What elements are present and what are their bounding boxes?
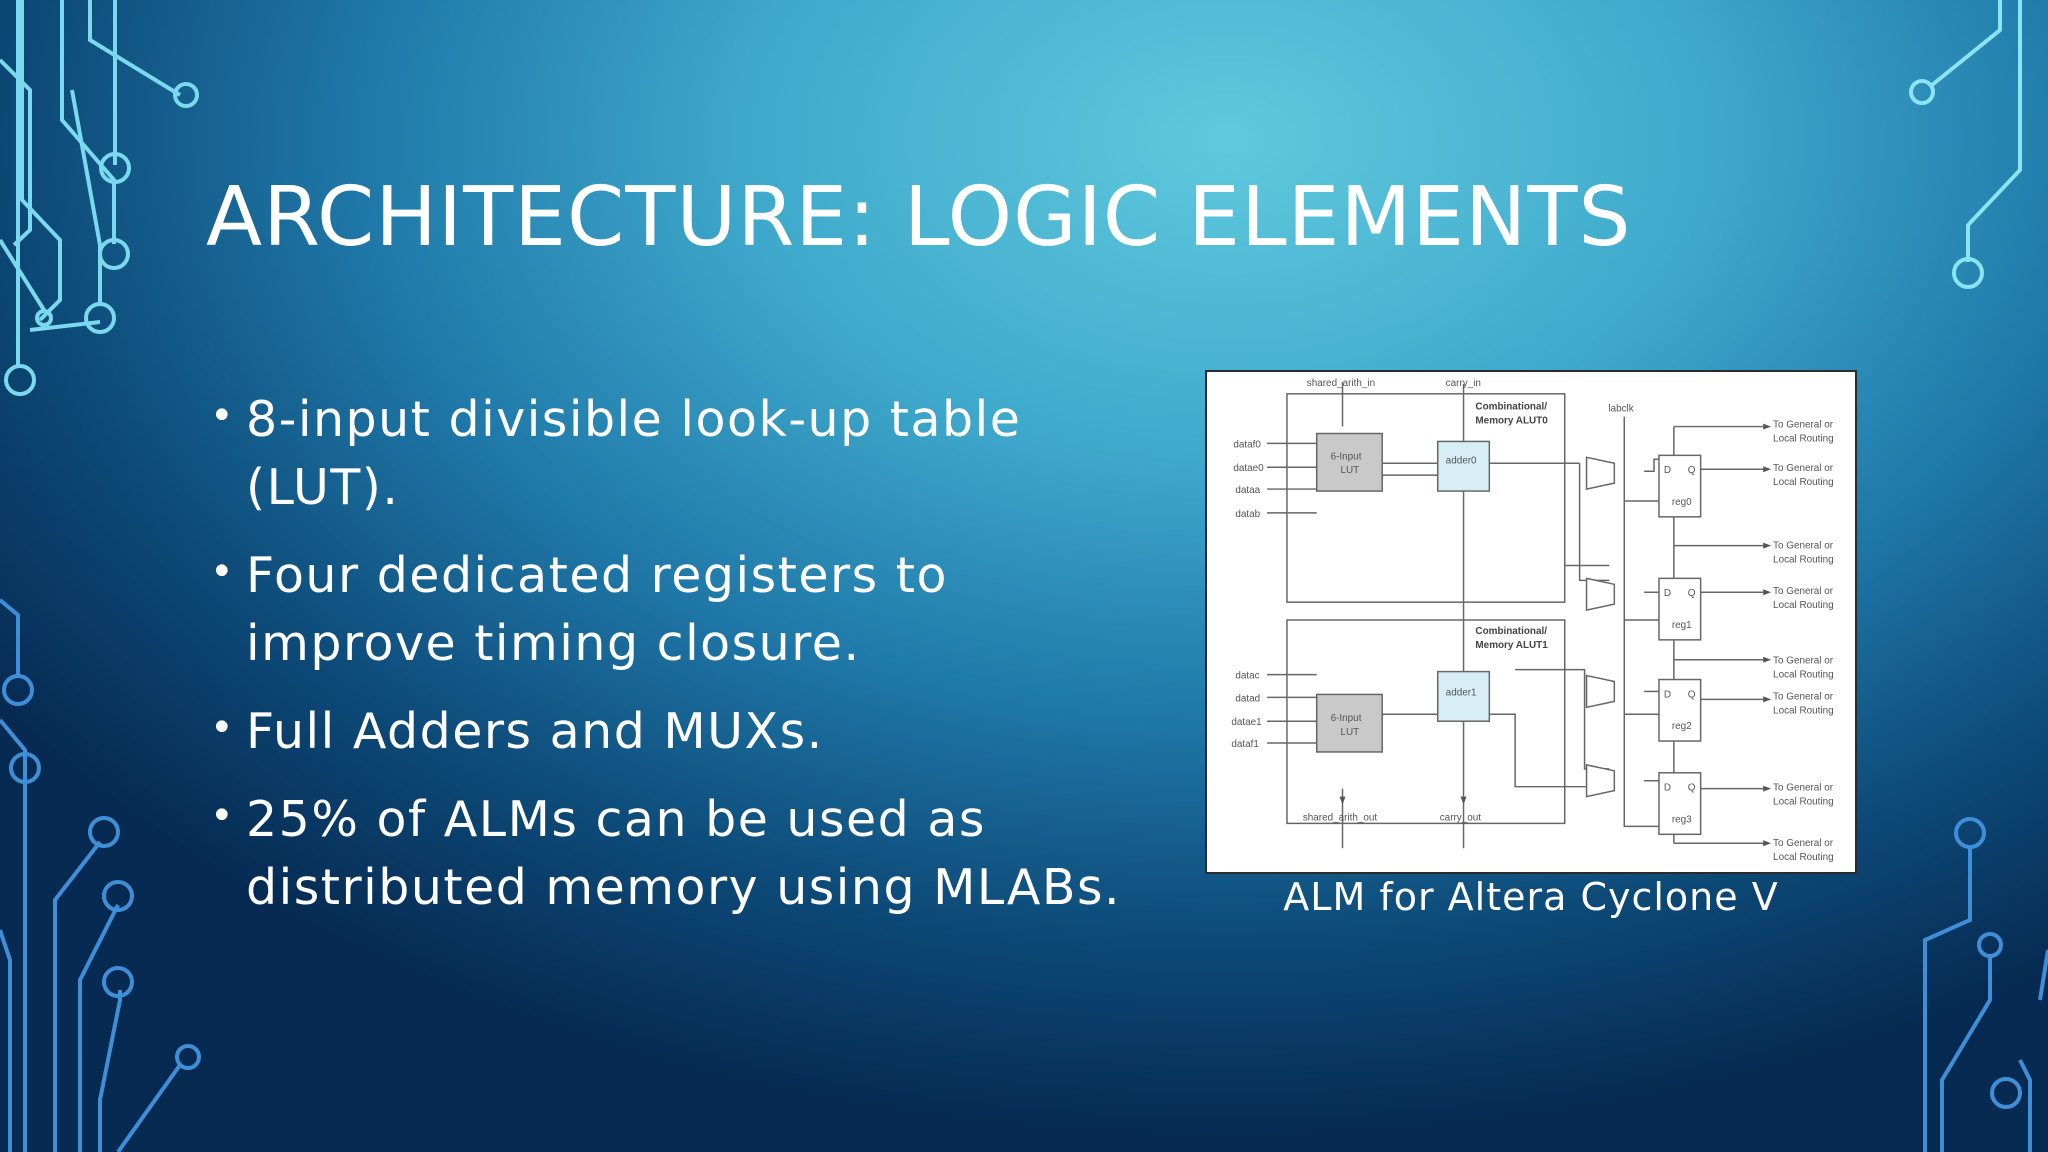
bullet-text: 25% of ALMs can be used as distributed m… — [246, 791, 1122, 916]
label-adder0: adder0 — [1446, 455, 1477, 466]
slide-title: ARCHITECTURE: LOGIC ELEMENTS — [206, 170, 1632, 265]
label-reg2: reg2 — [1672, 721, 1692, 732]
mux-3-icon — [1585, 763, 1616, 798]
circuit-trace-bottom-left — [0, 598, 201, 1152]
label-input: dataf0 — [1233, 439, 1261, 450]
figure-caption: ALM for Altera Cyclone V — [1283, 875, 1779, 919]
label-shared-arith-out: shared_arith_out — [1303, 812, 1378, 823]
adder1-box — [1437, 670, 1491, 722]
lut-bottom-box — [1315, 693, 1383, 753]
reg3-box — [1658, 772, 1702, 836]
bullet-item: • 8-input divisible look-up table (LUT). — [206, 386, 1166, 522]
adder0-box — [1437, 440, 1491, 492]
route-label: To General or — [1773, 541, 1834, 552]
routing-labels: To General or Local Routing To General o… — [1773, 420, 1834, 864]
bullet-dot-icon: • — [210, 705, 236, 751]
label-input: datae1 — [1231, 717, 1262, 728]
label-alut0: Combinational/ — [1475, 402, 1547, 413]
label-input: dataa — [1235, 485, 1260, 496]
mux-1-icon — [1585, 577, 1616, 612]
label-reg-d: D — [1664, 783, 1671, 794]
label-reg-q: Q — [1688, 783, 1696, 794]
label-reg-q: Q — [1688, 689, 1696, 700]
route-label: To General or — [1773, 838, 1834, 849]
bullet-list: • 8-input divisible look-up table (LUT).… — [206, 386, 1166, 942]
mux-0-icon — [1585, 456, 1616, 490]
reg2-box — [1658, 678, 1702, 742]
bullet-dot-icon: • — [210, 393, 236, 439]
reg0-box — [1658, 454, 1702, 518]
label-reg-d: D — [1664, 588, 1671, 599]
lut-top-box — [1315, 432, 1383, 492]
label-input: dataf1 — [1231, 739, 1259, 750]
label-shared-arith-in: shared_arith_in — [1307, 378, 1375, 389]
route-label: Local Routing — [1773, 477, 1834, 488]
bullet-text: 8-input divisible look-up table (LUT). — [246, 391, 1022, 516]
bullet-text: Four dedicated registers to improve timi… — [246, 547, 948, 672]
bullet-dot-icon: • — [210, 793, 236, 839]
circuit-trace-bottom-right — [1923, 817, 2048, 1152]
circuit-trace-top-left — [0, 0, 199, 396]
route-label: To General or — [1773, 783, 1834, 794]
label-alut0: Memory ALUT0 — [1475, 416, 1548, 427]
label-lut-bottom: 6-Input — [1331, 713, 1362, 724]
route-label: Local Routing — [1773, 797, 1834, 808]
label-reg-q: Q — [1688, 588, 1696, 599]
label-reg-d: D — [1664, 689, 1671, 700]
route-label: Local Routing — [1773, 670, 1834, 681]
route-label: To General or — [1773, 586, 1834, 597]
label-lut-top: LUT — [1341, 465, 1360, 476]
route-label: Local Routing — [1773, 705, 1834, 716]
alm-block-diagram: shared_arith_in carry_in labclk dataf0 d… — [1231, 378, 1834, 864]
route-label: Local Routing — [1773, 554, 1834, 565]
label-input: datae0 — [1233, 463, 1264, 474]
label-carry-in: carry_in — [1446, 378, 1481, 389]
label-reg0: reg0 — [1672, 497, 1692, 508]
circuit-trace-top-right — [1909, 0, 2022, 289]
label-alut1: Memory ALUT1 — [1475, 640, 1548, 651]
route-label: To General or — [1773, 463, 1834, 474]
bullet-item: • Full Adders and MUXs. — [206, 698, 1166, 766]
label-adder1: adder1 — [1446, 687, 1477, 698]
bullet-item: • Four dedicated registers to improve ti… — [206, 542, 1166, 678]
route-label: To General or — [1773, 420, 1834, 431]
label-reg-d: D — [1664, 465, 1671, 476]
label-labclk: labclk — [1608, 404, 1633, 415]
label-lut-top: 6-Input — [1331, 451, 1362, 462]
route-label: To General or — [1773, 656, 1834, 667]
label-input: datad — [1235, 693, 1260, 704]
bullet-dot-icon: • — [210, 549, 236, 595]
label-carry-out: carry_out — [1440, 812, 1482, 823]
label-input: datab — [1235, 509, 1260, 520]
route-label: Local Routing — [1773, 852, 1834, 863]
label-input: datac — [1235, 671, 1259, 682]
route-label: To General or — [1773, 691, 1834, 702]
label-reg1: reg1 — [1672, 620, 1692, 631]
route-label: Local Routing — [1773, 600, 1834, 611]
label-reg3: reg3 — [1672, 814, 1692, 825]
label-lut-bottom: LUT — [1341, 727, 1360, 738]
reg1-box — [1658, 577, 1702, 641]
route-label: Local Routing — [1773, 433, 1834, 444]
label-reg-q: Q — [1688, 465, 1696, 476]
bullet-item: • 25% of ALMs can be used as distributed… — [206, 786, 1166, 922]
bullet-text: Full Adders and MUXs. — [246, 703, 824, 760]
mux-2-icon — [1585, 674, 1616, 709]
alm-diagram-figure: shared_arith_in carry_in labclk dataf0 d… — [1205, 370, 1857, 874]
label-alut1: Combinational/ — [1475, 626, 1547, 637]
